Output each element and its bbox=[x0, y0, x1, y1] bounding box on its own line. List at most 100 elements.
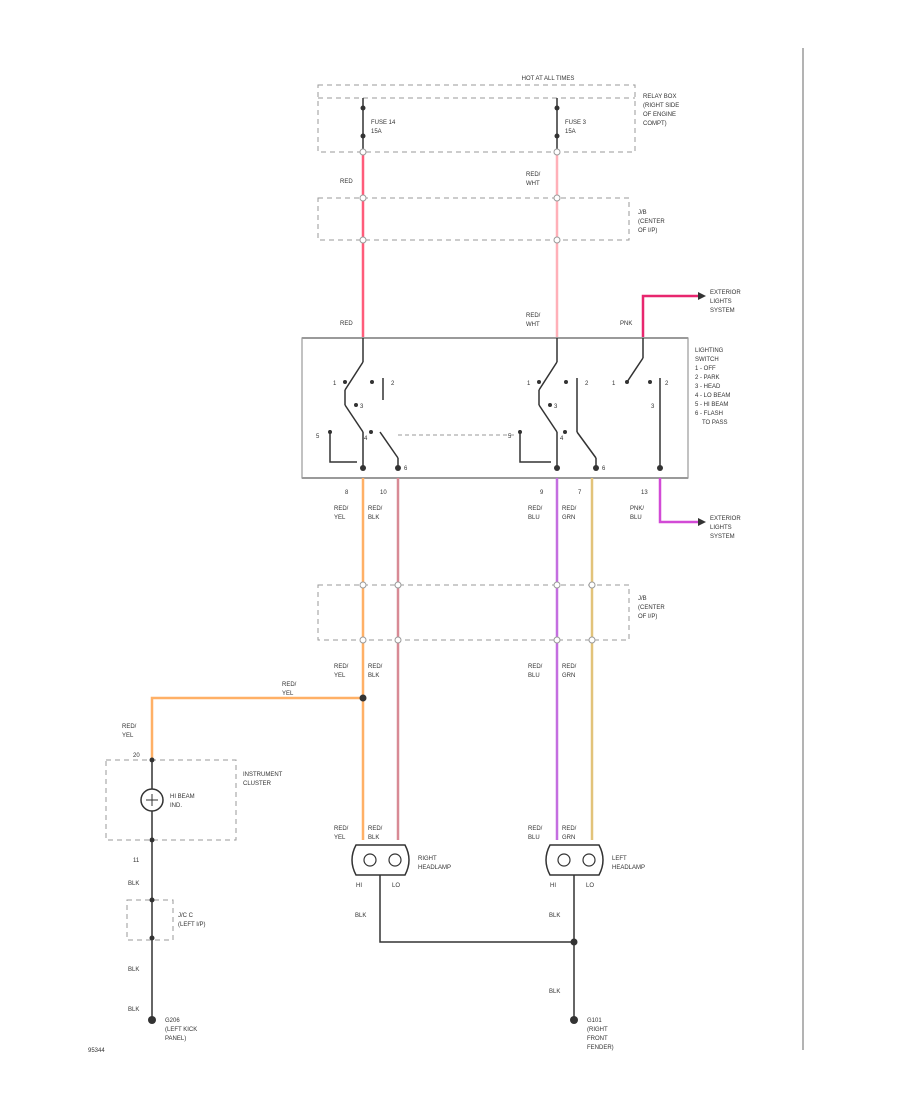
jm-d-1: RED/ bbox=[562, 664, 577, 670]
lh-label-2: HEADLAMP bbox=[612, 865, 645, 871]
so-e-2: BLU bbox=[630, 515, 642, 521]
jb-top-label-3: OF I/P) bbox=[638, 228, 657, 234]
exterior-bottom-2: LIGHTS bbox=[710, 525, 732, 531]
ls-label-3: 1 - OFF bbox=[695, 366, 716, 372]
relay-pin-2 bbox=[553, 148, 561, 156]
relay-pin-1 bbox=[359, 148, 367, 156]
jb-mid-pins bbox=[359, 581, 596, 644]
exterior-top-3: SYSTEM bbox=[710, 308, 735, 314]
ground-left-2: (LEFT KICK bbox=[165, 1027, 197, 1033]
ls-label-5: 3 - HEAD bbox=[695, 384, 721, 390]
ground-splice bbox=[570, 938, 578, 946]
sw2-n4: 5 bbox=[508, 434, 512, 440]
ground-right-2: (RIGHT bbox=[587, 1027, 608, 1033]
jc-node-2 bbox=[149, 935, 155, 941]
jb-top-pin-4 bbox=[553, 236, 561, 244]
so-c-1: RED/ bbox=[528, 506, 543, 512]
relay-box-label-4: COMPT) bbox=[643, 121, 667, 127]
sw1-n5: 4 bbox=[364, 436, 368, 442]
relay-box-label-3: OF ENGINE bbox=[643, 112, 676, 118]
gl-wire-3: BLK bbox=[128, 1007, 139, 1013]
ls-label-4: 2 - PARK bbox=[695, 375, 720, 381]
fuse-3-node-2 bbox=[554, 133, 560, 139]
lh-pin-lo: LO bbox=[586, 883, 594, 889]
hot-at-all-times-label: HOT AT ALL TIMES bbox=[522, 76, 575, 82]
jm-c-1: RED/ bbox=[528, 664, 543, 670]
gr-wire: BLK bbox=[549, 989, 560, 995]
gl-wire-1: BLK bbox=[128, 881, 139, 887]
so-d-1: RED/ bbox=[562, 506, 577, 512]
fuse-14-node bbox=[360, 105, 366, 111]
sw1-n6: 6 bbox=[404, 466, 408, 472]
exterior-top-1: EXTERIOR bbox=[710, 290, 741, 296]
wire-pnk-blu bbox=[658, 478, 698, 524]
sw3-n2: 2 bbox=[665, 381, 669, 387]
jm-d-2: GRN bbox=[562, 673, 575, 679]
exterior-top-2: LIGHTS bbox=[710, 299, 732, 305]
fuse-3-node bbox=[554, 105, 560, 111]
jm-a-1: RED/ bbox=[334, 664, 349, 670]
cluster-node-top bbox=[149, 757, 155, 763]
so-b-1: RED/ bbox=[368, 506, 383, 512]
arrow-exterior-bottom bbox=[698, 518, 706, 526]
jc-label-1: J/C C bbox=[178, 913, 194, 919]
pin-10: 10 bbox=[380, 490, 387, 496]
rh-wire-a-1: RED/ bbox=[334, 826, 349, 832]
splice-wire-1: RED/ bbox=[282, 682, 297, 688]
arrow-exterior-top bbox=[698, 292, 706, 300]
jc-box bbox=[126, 899, 174, 941]
lh-wire-b-2: GRN bbox=[562, 835, 575, 841]
indicator-label-2: IND. bbox=[170, 803, 182, 809]
fuse-14-node-2 bbox=[360, 133, 366, 139]
exterior-bottom-1: EXTERIOR bbox=[710, 516, 741, 522]
indicator-label-1: HI BEAM bbox=[170, 794, 195, 800]
wire-red-label: RED bbox=[340, 179, 353, 185]
hl-blk-1: BLK bbox=[355, 913, 366, 919]
fuse-3-rating: 15A bbox=[565, 129, 576, 135]
switch-group-left bbox=[328, 338, 515, 471]
jb-top-label-2: (CENTER bbox=[638, 219, 665, 225]
relay-box bbox=[317, 84, 636, 153]
rh-label-1: RIGHT bbox=[418, 856, 437, 862]
sw2-n1: 1 bbox=[527, 381, 531, 387]
so-d-2: GRN bbox=[562, 515, 575, 521]
sw3-n1: 1 bbox=[612, 381, 616, 387]
jm-c-2: BLU bbox=[528, 673, 540, 679]
splice-node bbox=[359, 694, 367, 702]
jb-top-pin-3 bbox=[553, 194, 561, 202]
jb-mid bbox=[317, 584, 630, 641]
jb-top bbox=[317, 197, 630, 241]
sw2-n3: 3 bbox=[554, 404, 558, 410]
jb-mid-label-3: OF I/P) bbox=[638, 614, 657, 620]
sw1-n1: 1 bbox=[333, 381, 337, 387]
gl-wire-2: BLK bbox=[128, 967, 139, 973]
rh-label-2: HEADLAMP bbox=[418, 865, 451, 871]
sw-top-redwht-2: WHT bbox=[526, 322, 540, 328]
relay-box-label-2: (RIGHT SIDE bbox=[643, 103, 679, 109]
switch-group-mid bbox=[518, 338, 599, 471]
rh-wire-b-1: RED/ bbox=[368, 826, 383, 832]
rh-pin-hi: HI bbox=[356, 883, 362, 889]
sw-top-pnk: PNK bbox=[620, 321, 632, 327]
ls-label-2: SWITCH bbox=[695, 357, 719, 363]
pin-13: 13 bbox=[641, 490, 648, 496]
ls-label-6: 4 - LO BEAM bbox=[695, 393, 730, 399]
lh-wire-a-1: RED/ bbox=[528, 826, 543, 832]
ls-label-8: 6 - FLASH bbox=[695, 411, 723, 417]
exterior-bottom-3: SYSTEM bbox=[710, 534, 735, 540]
wire-red-wht-label-2: WHT bbox=[526, 181, 540, 187]
cluster-pin-20: 20 bbox=[133, 753, 140, 759]
wire-pnk-top bbox=[641, 294, 698, 338]
jm-b-1: RED/ bbox=[368, 664, 383, 670]
sw-top-redwht-1: RED/ bbox=[526, 313, 541, 319]
sw1-n3: 3 bbox=[360, 404, 364, 410]
right-headlamp-ground bbox=[379, 875, 574, 943]
jc-label-2: (LEFT I/P) bbox=[178, 922, 206, 928]
jb-top-pin-2 bbox=[359, 236, 367, 244]
jc-node-1 bbox=[149, 897, 155, 903]
lh-pin-hi: HI bbox=[550, 883, 556, 889]
instrument-cluster-box bbox=[105, 759, 237, 841]
switch-group-right bbox=[625, 338, 663, 471]
so-b-2: BLK bbox=[368, 515, 379, 521]
